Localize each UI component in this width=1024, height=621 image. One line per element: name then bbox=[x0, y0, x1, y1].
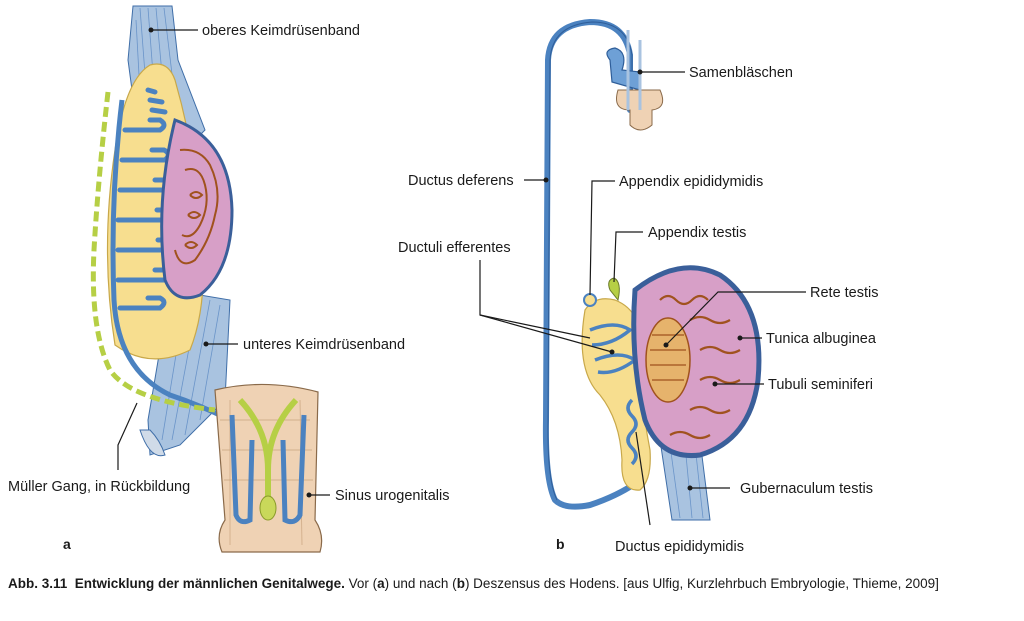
sinus-inner-green bbox=[237, 397, 299, 505]
panel-b-drawing bbox=[542, 18, 762, 521]
ligament-stump bbox=[139, 429, 166, 457]
figure-caption: Abb. 3.11 Entwicklung der männlichen Gen… bbox=[8, 575, 1018, 592]
label-tunica-albuginea: Tunica albuginea bbox=[766, 331, 877, 347]
label-samenblaeschen: Samenbläschen bbox=[689, 65, 793, 81]
caption-text-3: ) Deszensus des Hodens. [aus Ulfig, Kurz… bbox=[464, 576, 939, 591]
caption-text-1: Vor ( bbox=[344, 576, 378, 591]
rete-testis-shape bbox=[645, 317, 691, 403]
label-oberes-keimdruesenband: oberes Keimdrüsenband bbox=[202, 23, 360, 39]
label-gubernaculum-testis: Gubernaculum testis bbox=[740, 481, 873, 497]
testis-a bbox=[160, 118, 234, 300]
mullerian-duct bbox=[90, 91, 216, 413]
label-ductus-epididymidis: Ductus epididymidis bbox=[615, 539, 744, 555]
label-rete-testis: Rete testis bbox=[810, 285, 879, 301]
label-tubuli-seminiferi: Tubuli seminiferi bbox=[768, 377, 873, 393]
seminal-vesicle bbox=[606, 47, 641, 91]
sinus-tubercle bbox=[259, 495, 277, 521]
caption-text-2: ) und nach ( bbox=[384, 576, 457, 591]
label-ductus-deferens: Ductus deferens bbox=[408, 173, 514, 189]
appendix-epididymidis-shape bbox=[583, 293, 597, 307]
panel-label-a: a bbox=[63, 536, 71, 552]
caption-panel-a: a bbox=[377, 576, 385, 591]
ductus-deferens bbox=[542, 18, 643, 510]
label-appendix-testis: Appendix testis bbox=[648, 225, 746, 241]
wolffian-duct bbox=[110, 99, 248, 481]
caption-panel-b: b bbox=[456, 576, 465, 591]
testis-b bbox=[631, 265, 762, 459]
panel-a-drawing bbox=[90, 5, 323, 553]
label-appendix-epididymidis: Appendix epididymidis bbox=[619, 174, 763, 190]
sinus-inner-blue bbox=[229, 414, 307, 525]
caption-title: Entwicklung der männlichen Genitalwege. bbox=[74, 576, 345, 591]
panel-label-b: b bbox=[556, 536, 565, 552]
label-sinus-urogenitalis: Sinus urogenitalis bbox=[335, 488, 449, 504]
caption-number: Abb. 3.11 bbox=[8, 576, 68, 591]
label-unteres-keimdruesenband: unteres Keimdrüsenband bbox=[243, 337, 405, 353]
label-ductuli-efferentes: Ductuli efferentes bbox=[398, 240, 511, 256]
label-mueller-gang: Müller Gang, in Rückbildung bbox=[8, 479, 190, 495]
